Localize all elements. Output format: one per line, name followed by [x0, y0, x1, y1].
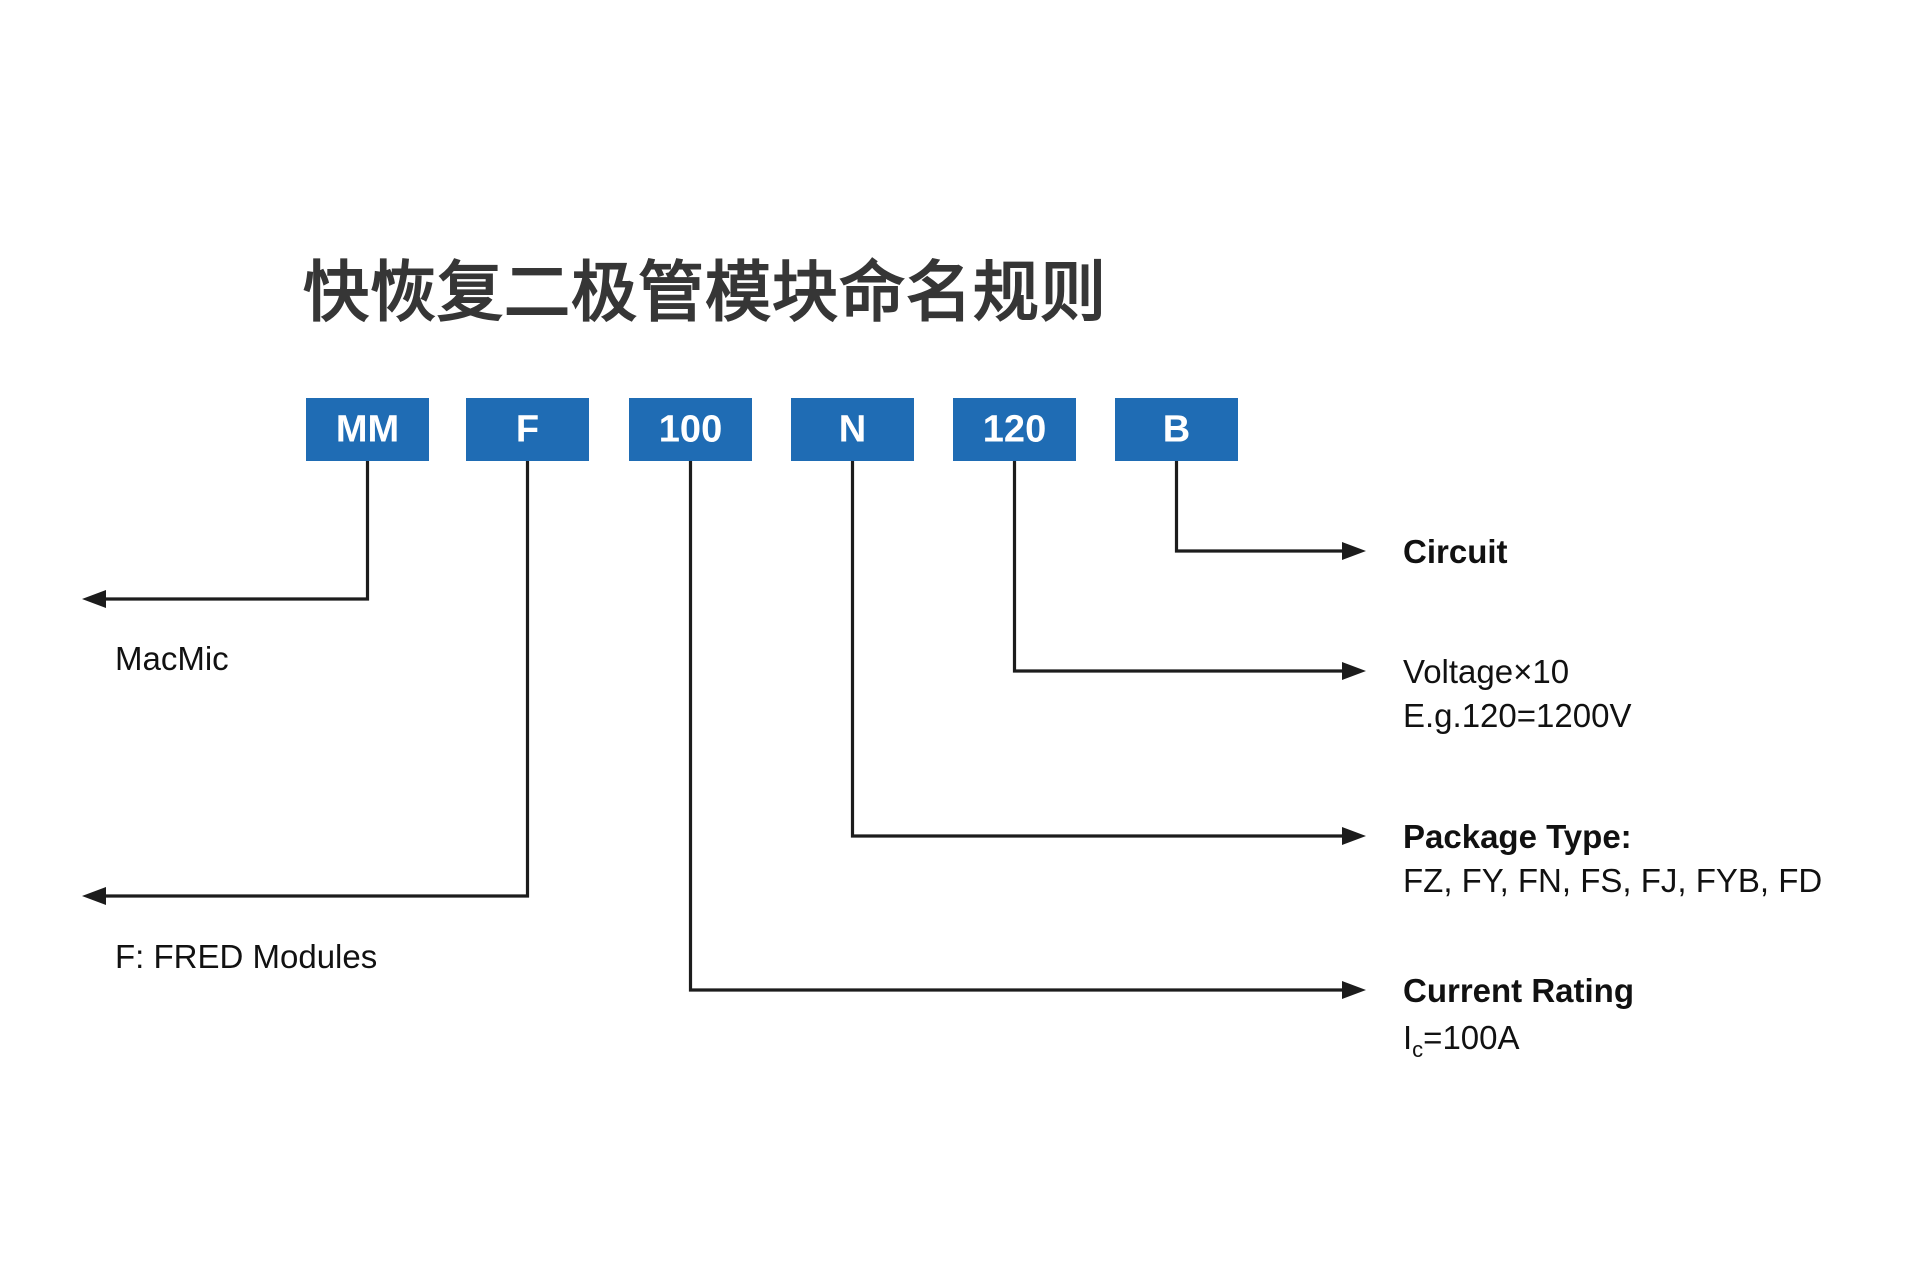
annotation-fred-label: F: FRED Modules	[115, 938, 377, 975]
annotation-circuit-heading: Circuit	[1403, 533, 1508, 570]
annotation-macmic-label: MacMic	[115, 640, 229, 677]
leader-line-fred	[82, 461, 530, 905]
code-box-mm[interactable]: MM	[306, 398, 429, 461]
arrow-head-current-rating	[1342, 981, 1366, 999]
code-box-n-label: N	[839, 409, 866, 451]
annotation-current-rating-subscript: c	[1412, 1037, 1423, 1062]
code-box-100-label: 100	[659, 409, 722, 451]
arrow-head-voltage	[1342, 662, 1366, 680]
arrow-head-package-type	[1342, 827, 1366, 845]
leader-lines	[82, 461, 1366, 999]
code-box-f-label: F	[516, 409, 539, 451]
part-number-code-boxes: MM F 100 N 120 B	[306, 398, 1238, 461]
annotation-current-rating-value: =100A	[1423, 1019, 1519, 1056]
code-box-f[interactable]: F	[466, 398, 589, 461]
code-box-b[interactable]: B	[1115, 398, 1238, 461]
right-annotation-group: Circuit Voltage×10 E.g.120=1200V Package…	[1403, 533, 1822, 1062]
code-box-n-rect	[791, 398, 914, 461]
annotation-current-rating-heading: Current Rating	[1403, 972, 1634, 1009]
code-box-mm-label: MM	[336, 409, 399, 451]
leader-line-voltage	[1012, 461, 1366, 680]
code-box-f-rect	[466, 398, 589, 461]
page-title: 快恢复二极管模块命名规则	[303, 255, 1107, 329]
code-box-100-rect	[629, 398, 752, 461]
leader-line-current-rating	[688, 461, 1366, 999]
code-box-120-rect	[953, 398, 1076, 461]
arrow-head-circuit	[1342, 542, 1366, 560]
arrow-head-macmic	[82, 590, 106, 608]
annotation-current-rating-detail: Ic=100A	[1403, 1019, 1520, 1062]
annotation-voltage-heading: Voltage×10	[1403, 653, 1569, 690]
leader-line-package-type	[850, 461, 1366, 845]
annotation-package-type-detail: FZ, FY, FN, FS, FJ, FYB, FD	[1403, 862, 1822, 899]
code-box-120[interactable]: 120	[953, 398, 1076, 461]
code-box-120-label: 120	[983, 409, 1046, 451]
left-annotation-group: MacMic F: FRED Modules	[115, 640, 377, 975]
annotation-current-rating-symbol: I	[1403, 1019, 1412, 1056]
code-box-100[interactable]: 100	[629, 398, 752, 461]
leader-line-circuit	[1174, 461, 1366, 560]
code-box-mm-rect	[306, 398, 429, 461]
code-box-b-rect	[1115, 398, 1238, 461]
code-box-n[interactable]: N	[791, 398, 914, 461]
annotation-package-type-heading: Package Type:	[1403, 818, 1632, 855]
leader-line-macmic	[82, 461, 370, 608]
annotation-voltage-detail: E.g.120=1200V	[1403, 697, 1631, 734]
code-box-b-label: B	[1163, 409, 1190, 451]
arrow-head-fred	[82, 887, 106, 905]
